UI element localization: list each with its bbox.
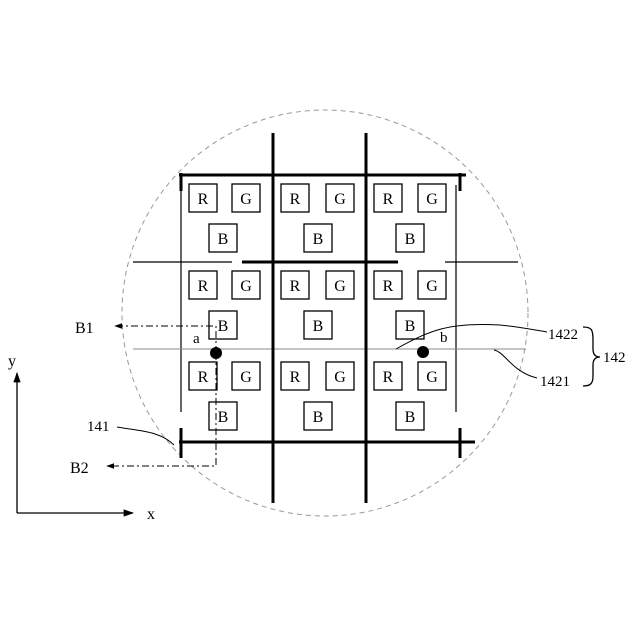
cut-lines [107, 326, 216, 466]
label-1422: 1422 [548, 327, 578, 343]
subpixel-label: B [405, 318, 416, 335]
axis-label-y: y [8, 353, 16, 370]
subpixel-green-r3c3: G [418, 362, 446, 390]
subpixel-label: G [334, 369, 346, 386]
subpixel-label: B [218, 409, 229, 426]
subpixel-grid: R G B R G B R G B R G B R G B R G B R G B R G B R G B [189, 184, 446, 430]
edge-vertical-lines [181, 185, 456, 412]
subpixel-label: G [426, 369, 438, 386]
leader-141 [117, 427, 174, 445]
subpixel-blue-r2c1: B [209, 311, 237, 339]
subpixel-blue-r3c2: B [304, 402, 332, 430]
subpixel-green-r3c1: G [232, 362, 260, 390]
subpixel-label: G [426, 278, 438, 295]
point-a-dot [210, 347, 222, 359]
subpixel-blue-r2c3: B [396, 311, 424, 339]
subpixel-red-r2c3: R [374, 271, 402, 299]
subpixel-green-r2c1: G [232, 271, 260, 299]
subpixel-label: G [240, 369, 252, 386]
subpixel-label: R [290, 369, 301, 386]
subpixel-label: R [198, 369, 209, 386]
subpixel-label: R [290, 278, 301, 295]
label-b1: B1 [75, 320, 94, 337]
subpixel-label: B [313, 409, 324, 426]
subpixel-label: G [334, 191, 346, 208]
subpixel-label: R [198, 278, 209, 295]
subpixel-label: R [383, 278, 394, 295]
subpixel-green-r3c2: G [326, 362, 354, 390]
subpixel-label: R [383, 369, 394, 386]
subpixel-red-r2c1: R [189, 271, 217, 299]
subpixel-label: G [240, 278, 252, 295]
label-142: 142 [603, 350, 626, 366]
subpixel-red-r3c1: R [189, 362, 217, 390]
subpixel-green-r1c2: G [326, 184, 354, 212]
axes [17, 373, 133, 513]
subpixel-label: B [405, 231, 416, 248]
subpixel-green-r2c2: G [326, 271, 354, 299]
subpixel-blue-r1c2: B [304, 224, 332, 252]
label-141: 141 [87, 419, 110, 435]
subpixel-label: G [426, 191, 438, 208]
subpixel-label: R [198, 191, 209, 208]
subpixel-blue-r3c3: B [396, 402, 424, 430]
subpixel-label: R [383, 191, 394, 208]
subpixel-red-r3c2: R [281, 362, 309, 390]
subpixel-blue-r1c3: B [396, 224, 424, 252]
subpixel-label: G [334, 278, 346, 295]
subpixel-red-r1c3: R [374, 184, 402, 212]
label-1421: 1421 [540, 374, 570, 390]
subpixel-red-r1c2: R [281, 184, 309, 212]
subpixel-label: R [290, 191, 301, 208]
label-b: b [440, 330, 448, 346]
brace-142 [583, 327, 600, 386]
subpixel-label: B [218, 231, 229, 248]
subpixel-green-r2c3: G [418, 271, 446, 299]
subpixel-blue-r2c2: B [304, 311, 332, 339]
subpixel-blue-r3c1: B [209, 402, 237, 430]
subpixel-green-r1c1: G [232, 184, 260, 212]
subpixel-red-r3c3: R [374, 362, 402, 390]
subpixel-red-r2c2: R [281, 271, 309, 299]
subpixel-blue-r1c1: B [209, 224, 237, 252]
subpixel-green-r1c3: G [418, 184, 446, 212]
subpixel-label: B [313, 318, 324, 335]
subpixel-label: G [240, 191, 252, 208]
label-a: a [193, 331, 200, 347]
axis-label-x: x [147, 506, 155, 523]
subpixel-label: B [218, 318, 229, 335]
subpixel-label: B [405, 409, 416, 426]
leader-1421 [494, 350, 537, 378]
point-b-dot [417, 346, 429, 358]
subpixel-label: B [313, 231, 324, 248]
label-b2: B2 [70, 460, 89, 477]
subpixel-red-r1c1: R [189, 184, 217, 212]
